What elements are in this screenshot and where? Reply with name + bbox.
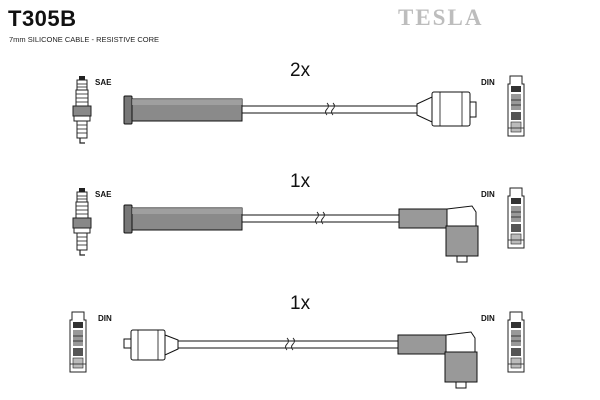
cable-3	[69, 311, 525, 389]
straight-din-boot	[416, 91, 477, 127]
din-tower-icon	[507, 187, 525, 249]
straight-boot	[123, 95, 243, 125]
cable-1	[72, 75, 525, 144]
cable-3-left-label: DIN	[98, 314, 112, 323]
angled-din-boot	[397, 331, 478, 389]
cable-description: 7mm SILICONE CABLE - RESISTIVE CORE	[9, 35, 160, 44]
cable-2-left-label: SAE	[95, 190, 112, 199]
straight-din-boot-left	[123, 329, 179, 361]
cable-3-quantity: 1x	[290, 293, 311, 314]
straight-boot	[123, 204, 243, 234]
cable-2	[72, 187, 525, 263]
din-tower-icon	[507, 75, 525, 137]
cable-line	[241, 214, 400, 223]
cable-1-left-label: SAE	[95, 78, 112, 87]
spark-plug-icon	[72, 75, 92, 144]
cable-line	[241, 105, 418, 114]
brand-logo: TESLA	[398, 5, 484, 30]
cable-3-right-label: DIN	[481, 314, 495, 323]
spark-plug-icon	[72, 187, 92, 256]
cable-2-right-label: DIN	[481, 190, 495, 199]
cable-1-quantity: 2x	[290, 60, 311, 81]
part-number: T305B	[8, 6, 77, 31]
cable-2-quantity: 1x	[290, 171, 311, 192]
din-tower-icon	[69, 311, 87, 373]
cable-1-right-label: DIN	[481, 78, 495, 87]
angled-din-boot	[398, 205, 479, 263]
din-tower-icon	[507, 311, 525, 373]
